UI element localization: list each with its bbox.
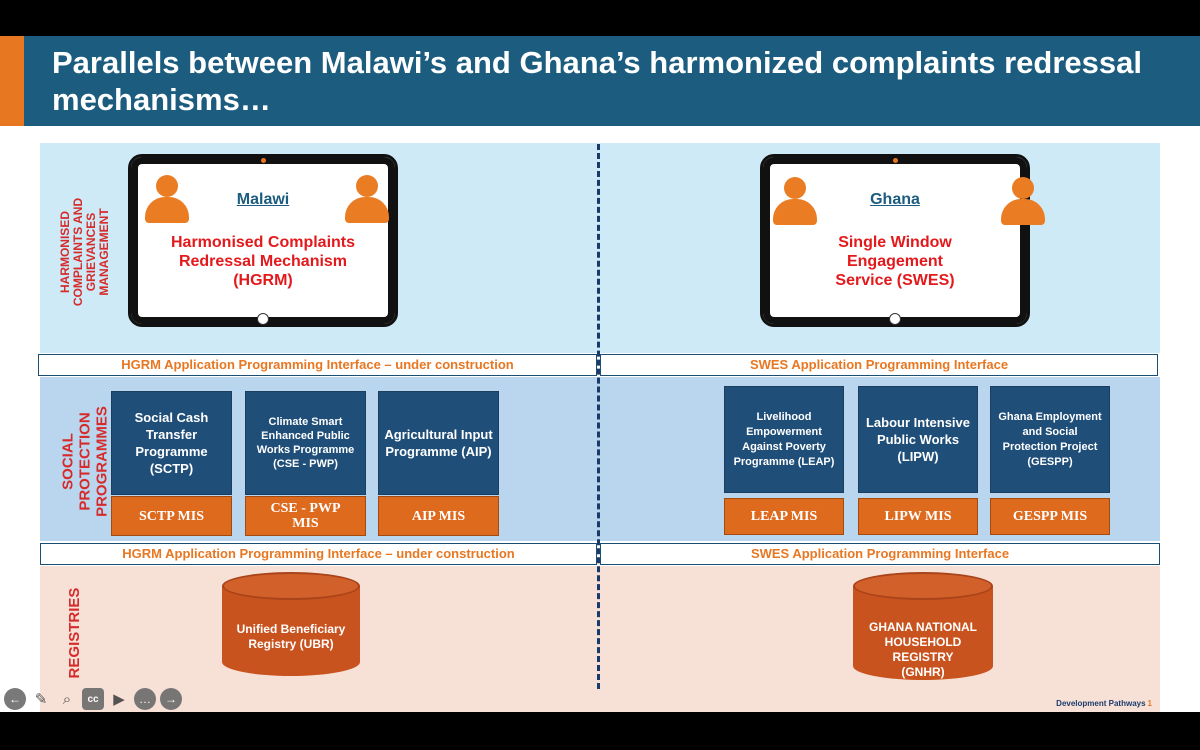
- malawi-mis-sctp: SCTP MIS: [111, 496, 232, 536]
- back-icon[interactable]: ←: [4, 688, 26, 710]
- ghana-api-bar-bottom: SWES Application Programming Interface: [600, 543, 1160, 565]
- person-icon: [1001, 177, 1045, 225]
- ghana-api-bar-top: SWES Application Programming Interface: [600, 354, 1158, 376]
- center-divider: [597, 144, 600, 689]
- forward-icon[interactable]: →: [160, 688, 182, 710]
- camera-dot: [893, 158, 898, 163]
- ghana-mechanism-label: Single Window Engagement Service (SWES): [835, 234, 955, 289]
- slide: Parallels between Malawi’s and Ghana’s h…: [0, 36, 1200, 712]
- ghana-country-label: Ghana: [870, 191, 920, 208]
- presentation-toolbar: ← ✎ ⌕ cc ▶ … →: [4, 688, 182, 710]
- malawi-mechanism-label: Harmonised Complaints Redressal Mechanis…: [170, 234, 356, 289]
- home-button-icon: [889, 313, 901, 325]
- malawi-registry-label: Unified Beneficiary Registry (UBR): [236, 622, 346, 651]
- title-accent: [0, 36, 24, 126]
- malawi-api-bar-top: HGRM Application Programming Interface –…: [38, 354, 597, 376]
- malawi-laptop: Malawi Harmonised Complaints Redressal M…: [128, 154, 398, 327]
- malawi-mis-aip: AIP MIS: [378, 496, 499, 536]
- video-icon[interactable]: ▶: [113, 691, 125, 708]
- ghana-laptop: Ghana Single Window Engagement Service (…: [760, 154, 1045, 327]
- ghana-registry-label: GHANA NATIONAL HOUSEHOLD REGISTRY (GNHR): [869, 620, 977, 679]
- person-icon: [345, 175, 389, 223]
- side-label-programmes: SOCIAL PROTECTION PROGRAMMES: [59, 406, 111, 517]
- malawi-api-bar-bottom: HGRM Application Programming Interface –…: [40, 543, 597, 565]
- captions-icon[interactable]: cc: [82, 688, 104, 710]
- person-icon: [773, 177, 817, 225]
- ghana-registry-database-icon: GHANA NATIONAL HOUSEHOLD REGISTRY (GNHR): [853, 572, 993, 680]
- malawi-mis-cse-pwp: CSE - PWP MIS: [245, 496, 366, 536]
- slide-title: Parallels between Malawi’s and Ghana’s h…: [52, 45, 1142, 117]
- ghana-programme-gespp: Ghana Employment and Social Protection P…: [990, 386, 1110, 493]
- ghana-mis-lipw: LIPW MIS: [858, 498, 978, 535]
- ghana-programme-leap: Livelihood Empowerment Against Poverty P…: [724, 386, 844, 493]
- zoom-icon[interactable]: ⌕: [62, 690, 72, 708]
- malawi-programme-cse-pwp: Climate Smart Enhanced Public Works Prog…: [245, 391, 366, 495]
- pen-icon[interactable]: ✎: [34, 691, 48, 708]
- ghana-mis-gespp: GESPP MIS: [990, 498, 1110, 535]
- malawi-registry-database-icon: Unified Beneficiary Registry (UBR): [222, 572, 360, 676]
- ghana-programme-lipw: Labour Intensive Public Works (LIPW): [858, 386, 978, 493]
- malawi-programme-sctp: Social Cash Transfer Programme (SCTP): [111, 391, 232, 495]
- ghana-mis-leap: LEAP MIS: [724, 498, 844, 535]
- side-label-grievances: HARMONISED COMPLAINTS AND GRIEVANCES MAN…: [58, 197, 111, 307]
- title-bar: Parallels between Malawi’s and Ghana’s h…: [0, 36, 1200, 126]
- home-button-icon: [257, 313, 269, 325]
- more-icon[interactable]: …: [134, 688, 156, 710]
- person-icon: [145, 175, 189, 223]
- camera-dot: [261, 158, 266, 163]
- malawi-country-label: Malawi: [236, 191, 290, 208]
- malawi-programme-aip: Agricultural Input Programme (AIP): [378, 391, 499, 495]
- side-label-registries: REGISTRIES: [66, 587, 83, 679]
